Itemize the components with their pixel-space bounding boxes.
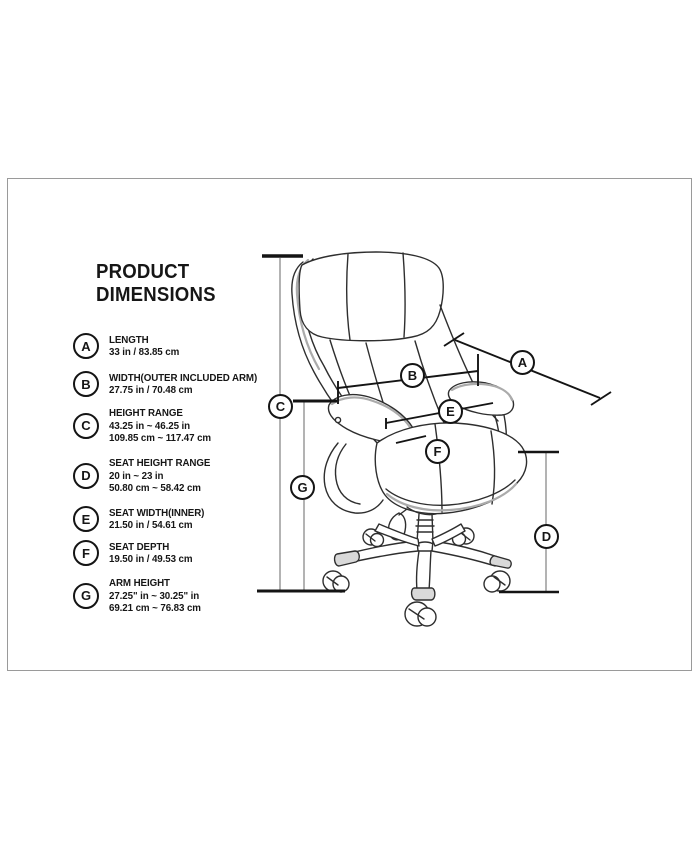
legend-letter-a: A [73,333,99,359]
dimension-marker-f: F [425,439,450,464]
legend-letter-g: G [73,582,99,609]
dimension-marker-e: E [438,399,463,424]
legend-value-c2: 109.85 cm ~ 117.47 cm [109,432,212,444]
legend-item-e: E SEAT WIDTH(INNER)21.50 in / 54.61 cm [73,506,212,532]
legend-value-d2: 50.80 cm ~ 58.42 cm [109,482,201,494]
legend-value-b1: 27.75 in / 70.48 cm [109,384,193,396]
legend-value-c1: 43.25 in ~ 46.25 in [109,419,191,432]
legend-value-e1: 21.50 in / 54.61 cm [109,519,193,531]
legend-label-c: HEIGHT RANGE [109,407,183,419]
legend-label-e: SEAT WIDTH(INNER) [109,506,205,519]
dimension-marker-d: D [534,524,559,549]
legend-letter-b: B [73,371,99,397]
legend-label-b: WIDTH(OUTER INCLUDED ARM) [109,371,258,384]
dimension-marker-a: A [510,350,535,375]
legend-value-a1: 33 in / 83.85 cm [109,346,180,358]
product-dimensions-title: PRODUCT DIMENSIONS [96,261,216,307]
legend-value-g2: 69.21 cm ~ 76.83 cm [109,602,201,614]
dimension-marker-g: G [290,475,315,500]
legend-value-g1: 27.25" in ~ 30.25" in [109,589,200,602]
legend-letter-e: E [73,506,99,532]
legend-letter-f: F [73,540,99,566]
legend-item-b: B WIDTH(OUTER INCLUDED ARM)27.75 in / 70… [73,371,268,397]
legend-label-a: LENGTH [109,333,149,346]
legend-value-f1: 19.50 in / 49.53 cm [109,553,193,565]
legend-label-d: SEAT HEIGHT RANGE [109,457,211,469]
legend-label-f: SEAT DEPTH [109,540,170,553]
dimension-marker-b: B [400,363,425,388]
legend-letter-c: C [73,412,99,439]
chair-outline [291,251,528,627]
legend-value-d1: 20 in ~ 23 in [109,469,164,482]
legend-letter-d: D [73,462,99,489]
legend-label-g: ARM HEIGHT [109,577,170,589]
dimension-marker-c: C [268,394,293,419]
title-line-2: DIMENSIONS [96,284,216,306]
title-line-1: PRODUCT [96,261,190,283]
